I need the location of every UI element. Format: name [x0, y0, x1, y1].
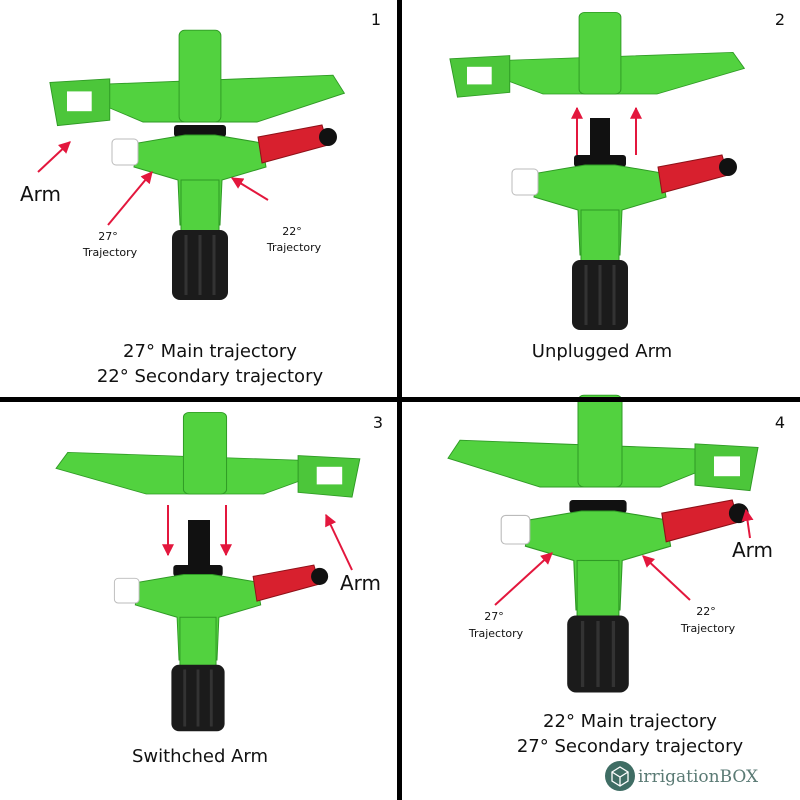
trajectory-label: Trajectory: [82, 246, 138, 259]
angle-label: 27°: [484, 610, 504, 623]
trajectory-label: Trajectory: [266, 241, 322, 254]
caption-line: Unplugged Arm: [532, 341, 672, 362]
arm-label: Arm: [20, 182, 61, 206]
caption-line: 22° Main trajectory: [543, 711, 717, 732]
panel-number: 1: [371, 10, 381, 29]
arrow: [741, 508, 754, 539]
panel-number: 2: [775, 10, 785, 29]
irrigationbox-logo: irrigationBOX: [605, 761, 759, 791]
caption-line: 27° Secondary trajectory: [517, 736, 744, 757]
sprinkler-arm: [55, 411, 361, 498]
panel-2: 2 Unplugged Arm: [449, 10, 785, 362]
spindle: [188, 520, 210, 565]
sprinkler-body: [110, 123, 339, 302]
arrow: [642, 555, 691, 601]
sprinkler-arm: [449, 11, 745, 98]
arrow: [37, 141, 71, 173]
sprinkler-arm: [447, 394, 759, 492]
arm-label: Arm: [340, 571, 381, 595]
caption-line: 22° Secondary trajectory: [97, 366, 324, 387]
sprinkler-arm: [49, 29, 345, 127]
caption-line: 27° Main trajectory: [123, 341, 297, 362]
angle-label: 22°: [696, 605, 716, 618]
arrow: [107, 171, 153, 226]
angle-label: 22°: [282, 225, 302, 238]
panel-4: 4 Arm 27° Trajectory 22° Trajectory 22° …: [447, 394, 785, 757]
trajectory-label: Trajectory: [468, 627, 524, 640]
panel-3: 3 Arm Swithched Arm: [55, 411, 383, 767]
trajectory-label: Trajectory: [680, 622, 736, 635]
angle-label: 27°: [98, 230, 118, 243]
spindle: [590, 118, 610, 160]
horizontal-divider: [0, 397, 800, 402]
sprinkler-body: [112, 563, 330, 733]
arrow: [494, 552, 553, 606]
sprinkler-body: [499, 498, 751, 695]
logo-icon: [605, 761, 635, 791]
panel-1: 1 Arm 27° Trajectory 22° Trajectory 27° …: [20, 10, 381, 387]
panel-number: 3: [373, 413, 383, 432]
logo-text: irrigationBOX: [638, 767, 759, 787]
arrow: [230, 177, 269, 201]
caption-line: Swithched Arm: [132, 746, 268, 767]
panel-number: 4: [775, 413, 785, 432]
arm-label: Arm: [732, 538, 773, 562]
sprinkler-body: [510, 153, 739, 332]
arrow: [325, 513, 353, 571]
